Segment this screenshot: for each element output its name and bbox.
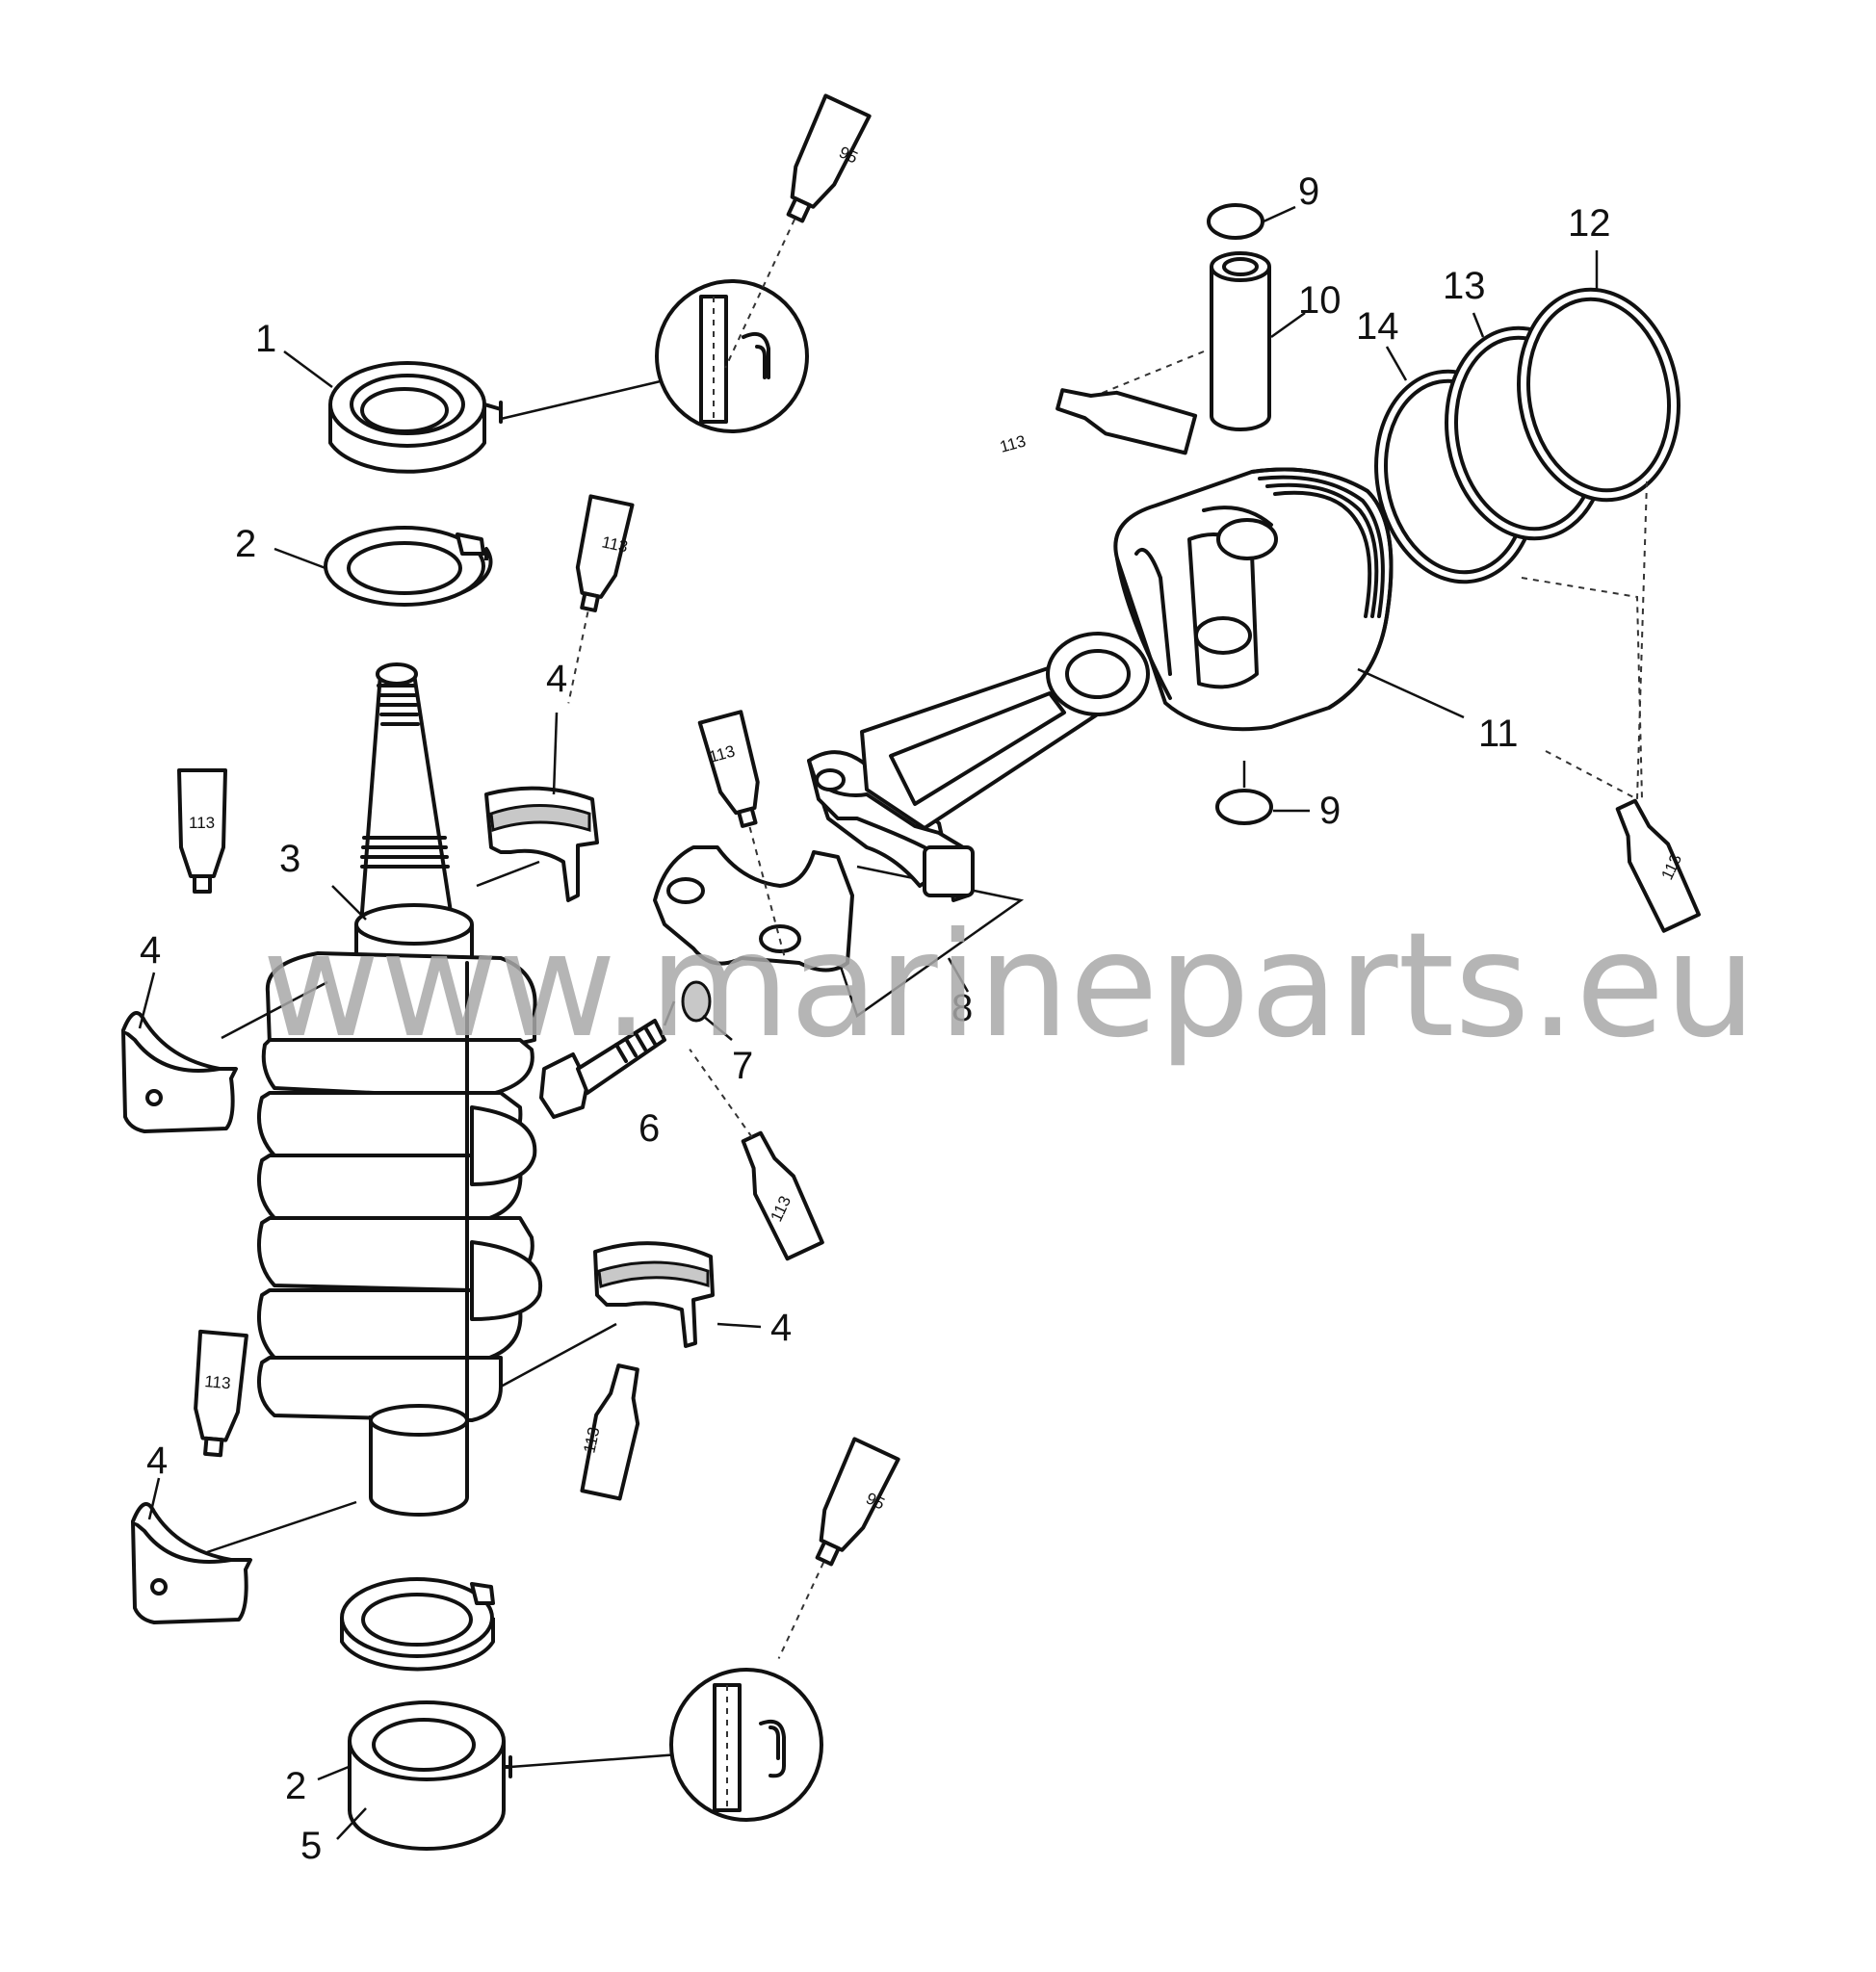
callout-3: 3 (279, 838, 300, 880)
callout-9-upper: 9 (1298, 170, 1319, 213)
lubricant-tube-113-left-lower (194, 1329, 248, 1458)
callout-1: 1 (255, 318, 276, 360)
callout-4-lower-left: 4 (146, 1440, 168, 1482)
callout-4-lower-right: 4 (770, 1307, 792, 1349)
part-4-bearing-lower-right (500, 1241, 762, 1388)
callout-2-lower: 2 (285, 1765, 306, 1807)
part-2-thrust-washer-lower (340, 1577, 495, 1672)
tube-label-113-left-upper: 113 (189, 814, 215, 832)
callout-14: 14 (1356, 305, 1399, 348)
part-11-piston (1113, 467, 1638, 800)
callout-4-upper-right: 4 (546, 658, 567, 700)
lubricant-tube-113-shaft (567, 494, 635, 704)
part-4-bearing-upper-right (476, 712, 599, 902)
lubricant-tube-95-bottom (777, 1437, 900, 1659)
callout-10: 10 (1298, 279, 1342, 322)
part-9-circlip-lower (1215, 761, 1310, 825)
part-9-circlip-upper (1207, 203, 1296, 240)
lubricant-tube-113-pin (1055, 388, 1198, 455)
part-3-crankshaft (257, 662, 543, 1517)
callout-7: 7 (732, 1045, 753, 1087)
tube-label-113-pin: 113 (998, 431, 1028, 455)
callout-leaders (274, 350, 367, 1840)
callout-11: 11 (1478, 713, 1519, 755)
lubricant-tube-113-rings (1615, 798, 1701, 933)
part-8-connecting-rod (653, 632, 1150, 1018)
tube-label-113-left-lower: 113 (204, 1372, 232, 1392)
callout-2-upper: 2 (235, 523, 256, 565)
callout-5: 5 (300, 1825, 322, 1867)
watermark: www.marineparts.eu (262, 902, 1757, 1070)
lubricant-tube-95-top (724, 93, 872, 369)
part-7-washer (681, 980, 733, 1041)
callout-4-upper-left: 4 (140, 929, 161, 972)
seal-detail-magnifier-bottom (669, 1668, 823, 1822)
lubricant-tube-113-left-upper (177, 768, 227, 894)
part-10-piston-pin (1092, 251, 1306, 431)
part-4-bearing-upper-left (121, 972, 328, 1133)
part-6-bolt (539, 1000, 676, 1119)
part-1-oil-seal (328, 361, 665, 474)
part-12-piston-ring (1517, 250, 1681, 800)
lubricant-tube-113-bolt (689, 1049, 824, 1261)
callout-13: 13 (1443, 265, 1486, 307)
part-4-bearing-lower-left (131, 1477, 357, 1624)
part-2-thrust-washer-upper (324, 526, 493, 607)
lubricant-tube-113-rod (697, 710, 787, 960)
callout-12: 12 (1568, 202, 1611, 245)
part-5-oil-seal-lower (348, 1700, 680, 1851)
callout-8: 8 (951, 987, 973, 1029)
callout-6: 6 (638, 1107, 660, 1150)
callout-9-lower: 9 (1319, 790, 1341, 832)
seal-detail-magnifier-top (655, 279, 809, 433)
lubricant-tube-113-lower-center (580, 1363, 640, 1501)
